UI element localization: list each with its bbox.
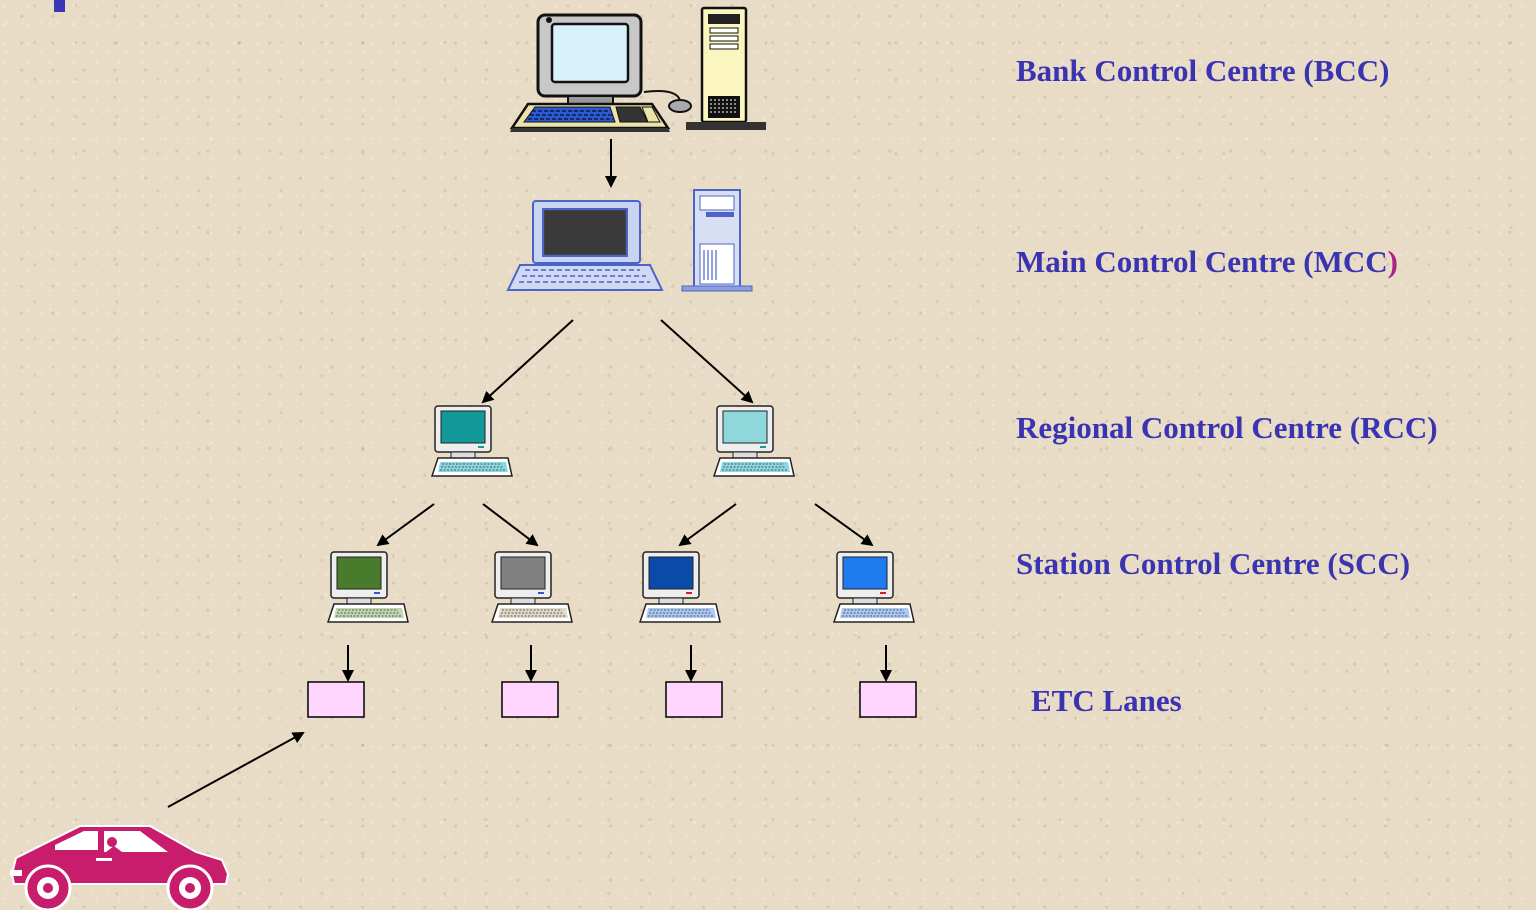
etc-lane-box-2 xyxy=(501,681,559,718)
arrow-rcc-to-scc-3 xyxy=(678,503,737,547)
label-bcc-paren: ) xyxy=(1379,53,1390,88)
label-bcc: Bank Control Centre (BCC) xyxy=(1016,55,1389,86)
arrow-rcc-to-scc-4 xyxy=(814,503,874,547)
server-tower-icon xyxy=(681,189,753,292)
etc-lane-box-3 xyxy=(665,681,723,718)
desktop-computer-icon xyxy=(509,13,692,132)
desktop-computer-icon xyxy=(506,200,664,291)
arrow-rcc-to-scc-2 xyxy=(482,503,539,547)
scc-computer-3-icon xyxy=(639,551,721,623)
label-scc: Station Control Centre (SCC) xyxy=(1016,546,1411,581)
car-icon xyxy=(10,825,230,910)
scc-computer-1-icon xyxy=(327,551,409,623)
label-rcc: Regional Control Centre (RCC) xyxy=(1016,410,1438,445)
arrow-car-to-lane xyxy=(167,732,305,808)
label-mcc-text: Main Control Centre (MCC xyxy=(1016,244,1388,279)
etc-lane-box-1 xyxy=(307,681,365,718)
bcc-computer-icon xyxy=(509,6,766,132)
label-mcc-paren: ) xyxy=(1387,244,1398,279)
arrow-mcc-to-rcc-left xyxy=(481,319,574,404)
etc-lane-box-4 xyxy=(859,681,917,718)
scc-computer-2-icon xyxy=(491,551,573,623)
rcc-computer-right-icon xyxy=(713,405,795,477)
scc-computer-4-icon xyxy=(833,551,915,623)
title-bar-accent xyxy=(54,0,65,12)
mcc-computer-icon xyxy=(506,189,753,292)
server-tower-icon xyxy=(686,6,766,130)
label-mcc: Main Control Centre (MCC) xyxy=(1016,246,1398,277)
arrow-rcc-to-scc-1 xyxy=(376,503,435,547)
label-bcc-text: Bank Control Centre (BCC xyxy=(1016,53,1380,88)
rcc-computer-left-icon xyxy=(431,405,513,477)
label-etc: ETC Lanes xyxy=(1031,683,1182,718)
arrow-mcc-to-rcc-right xyxy=(660,319,754,404)
